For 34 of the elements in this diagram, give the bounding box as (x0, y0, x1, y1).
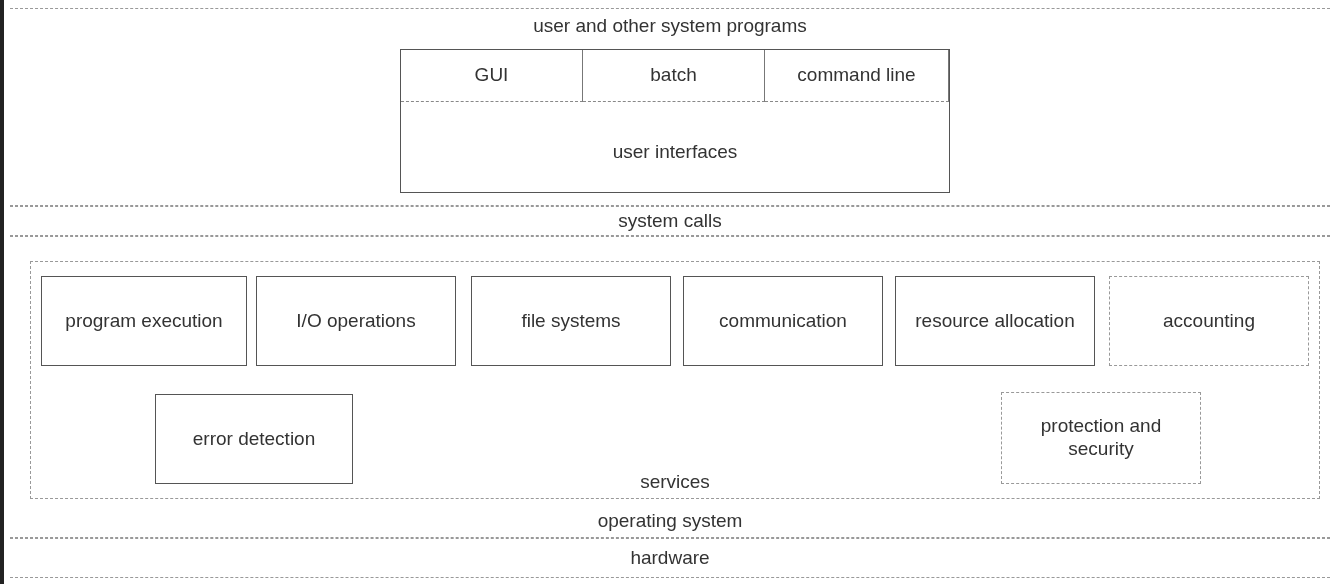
service-box (41, 276, 247, 366)
box-label: resource allocation (915, 309, 1075, 333)
interface-box (401, 50, 583, 102)
box-label: protection and security (1039, 415, 1163, 461)
service-box (155, 394, 353, 484)
box-label: file systems (521, 309, 621, 333)
layer-label: hardware (630, 546, 710, 570)
service-box (1109, 276, 1309, 366)
box-label: batch (650, 64, 697, 87)
box-label: accounting (1163, 309, 1255, 333)
service-box (471, 276, 671, 366)
services-panel (30, 261, 1320, 499)
service-box (683, 276, 883, 366)
box-label: services (640, 471, 710, 494)
interface-panel (400, 49, 950, 193)
layer-band (10, 236, 1330, 538)
layer-label: user and other system programs (533, 15, 807, 38)
service-box (1001, 392, 1201, 484)
service-box (895, 276, 1095, 366)
layer-label: operating system (597, 510, 743, 533)
layer-label: system calls (618, 209, 722, 233)
box-label: I/O operations (296, 309, 416, 333)
layer-band (10, 538, 1330, 578)
box-label: user interfaces (612, 141, 738, 164)
box-label: command line (797, 64, 916, 87)
interface-box (583, 50, 765, 102)
box-label: program execution (65, 309, 223, 333)
box-label: error detection (192, 427, 316, 451)
interface-box (765, 50, 949, 102)
box-label: GUI (474, 64, 509, 87)
layer-band (10, 206, 1330, 236)
box-label: communication (719, 309, 847, 333)
layer-band (10, 8, 1330, 206)
service-box (256, 276, 456, 366)
